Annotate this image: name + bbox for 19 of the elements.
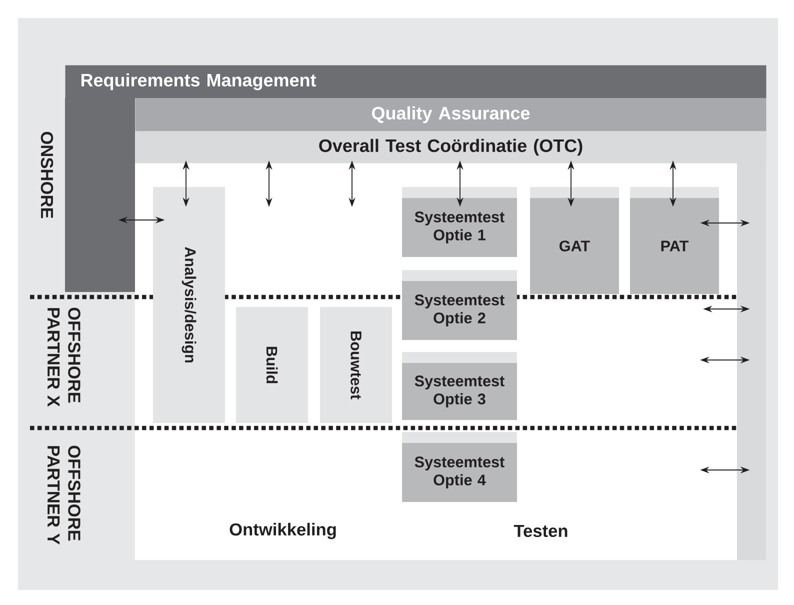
- process-box: PAT: [630, 187, 719, 294]
- lane-label: ONSHORE: [40, 132, 54, 218]
- band: Overall Test Coördinatie (OTC): [135, 131, 766, 164]
- process-box: GAT: [530, 187, 619, 294]
- process-box: Systeemtest Optie 4: [402, 432, 517, 502]
- process-box: Analysis/design: [153, 187, 225, 423]
- lane-label: OFFSHORE PARTNER Y: [48, 446, 80, 545]
- process-box: Bouwtest: [320, 307, 392, 423]
- lane-label: Ontwikkeling: [230, 522, 336, 540]
- band-strip: [737, 163, 766, 560]
- band-strip: [65, 98, 135, 292]
- process-box: Systeemtest Optie 3: [402, 352, 517, 420]
- process-box: Systeemtest Optie 1: [402, 187, 517, 257]
- lane-label: OFFSHORE PARTNER X: [48, 308, 80, 407]
- band: Requirements Management: [65, 65, 766, 98]
- process-box: Systeemtest Optie 2: [402, 270, 517, 340]
- band: Quality Assurance: [135, 98, 766, 132]
- lane-label: Testen: [514, 524, 568, 538]
- process-box: Build: [236, 307, 308, 423]
